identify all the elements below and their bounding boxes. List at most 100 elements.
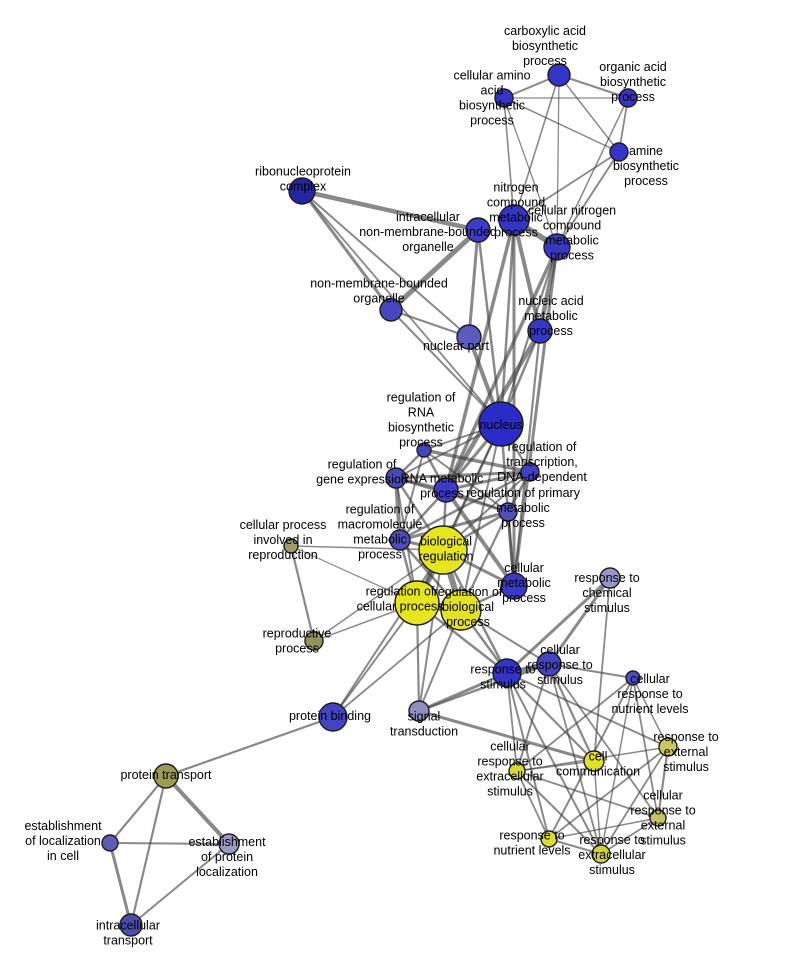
edge-cell_resp_extracell--cell_resp_external <box>516 770 659 819</box>
node-resp_external[interactable] <box>658 737 678 757</box>
edge-amine--nitrogen <box>513 151 620 221</box>
node-reg_cell_proc[interactable] <box>394 580 440 626</box>
edge-organic--cell_nitrogen <box>556 97 629 248</box>
node-label-nuclear_part: nuclear part <box>423 339 490 353</box>
node-cell_metab[interactable] <box>500 572 528 600</box>
edge-signal_trans--bio_reg <box>418 549 444 712</box>
edge-carbox--nitrogen <box>513 74 560 221</box>
node-reg_transcription[interactable] <box>520 462 540 482</box>
node-nucleus[interactable] <box>478 401 524 447</box>
node-bio_reg[interactable] <box>418 525 468 575</box>
edge-resp_stim--cell_resp_extracell <box>506 672 518 772</box>
node-cell_comm[interactable] <box>583 750 605 772</box>
node-resp_stim[interactable] <box>492 658 522 688</box>
node-cell_amino[interactable] <box>494 88 514 108</box>
node-reg_rna_bio[interactable] <box>416 442 432 458</box>
node-reg_gene_exp[interactable] <box>385 467 407 489</box>
edge-cell_resp_nutrient--cell_resp_external <box>632 677 659 819</box>
node-reg_macromol[interactable] <box>389 529 411 551</box>
edge-carbox--organic <box>558 74 629 99</box>
node-rna_metab[interactable] <box>433 477 459 503</box>
node-cell_proc_repro[interactable] <box>283 538 299 554</box>
edge-cell_resp_stim--cell_comm <box>547 662 596 763</box>
edge-cell_nitrogen--rna_metab <box>444 245 559 492</box>
node-signal_trans[interactable] <box>408 700 430 722</box>
node-nuclear_part[interactable] <box>456 324 482 350</box>
node-est_protein_local[interactable] <box>218 833 240 855</box>
node-cell_resp_external[interactable] <box>649 809 667 827</box>
edge-cell_comm--resp_extracell <box>593 760 602 855</box>
node-resp_nutrient[interactable] <box>540 830 558 848</box>
node-resp_extracell[interactable] <box>591 844 611 864</box>
edge-reg_macromol--reg_primary <box>398 510 510 542</box>
edge-cell_nitrogen--cell_metab <box>512 245 559 588</box>
edge-resp_stim--cell_comm <box>505 671 596 763</box>
node-protein_binding[interactable] <box>318 702 348 732</box>
node-cell_resp_stim[interactable] <box>536 651 562 677</box>
node-reg_bio_proc[interactable] <box>440 589 482 631</box>
edge-rnp--intra_org <box>299 188 481 233</box>
edge-amine--cell_nitrogen <box>556 151 620 248</box>
edge-intra_org--nmb_org <box>388 227 481 313</box>
node-carbox[interactable] <box>547 63 571 87</box>
edge-signal_trans--cell_resp_stim <box>417 662 551 713</box>
node-protein_transport[interactable] <box>153 763 179 789</box>
edge-cell_amino--cell_nitrogen <box>503 97 558 248</box>
edge-est_protein_local--intra_transport <box>130 843 230 926</box>
node-nitrogen[interactable] <box>498 204 530 236</box>
edge-reg_transcription--reg_gene_exp <box>394 470 532 480</box>
node-cell_resp_nutrient[interactable] <box>625 670 641 686</box>
node-organic[interactable] <box>618 88 638 108</box>
node-intra_org[interactable] <box>465 217 491 243</box>
node-cell_nitrogen[interactable] <box>543 233 571 261</box>
node-nmb_org[interactable] <box>379 298 403 322</box>
edge-cell_comm--cell_resp_extracell <box>516 760 595 772</box>
edge-cell_resp_stim--resp_extracell <box>548 663 602 855</box>
node-cell_resp_extracell[interactable] <box>508 762 526 780</box>
edge-cell_resp_stim--resp_chem <box>547 576 612 666</box>
edge-cell_proc_repro--repro_proc <box>289 544 316 643</box>
edge-rnp--nuclear_part <box>301 190 470 338</box>
node-est_local_cell[interactable] <box>101 834 119 852</box>
node-rnp[interactable] <box>288 177 316 205</box>
edge-resp_external--resp_nutrient <box>548 746 669 840</box>
node-nucleic[interactable] <box>527 318 553 344</box>
node-layer <box>101 63 678 937</box>
edge-cell_resp_extracell--resp_nutrient <box>516 770 550 840</box>
edge-rna_metab--cell_metab <box>444 488 516 588</box>
edge-nucleic--cell_metab <box>512 329 542 588</box>
node-reg_primary[interactable] <box>498 502 518 522</box>
edge-intra_org--nuclear_part <box>467 228 480 339</box>
edge-resp_extracell--cell_resp_external <box>600 817 659 855</box>
node-label-protein_binding: protein binding <box>289 709 371 723</box>
edge-reg_transcription--reg_macromol <box>398 470 532 542</box>
edge-resp_stim--resp_nutrient <box>506 672 550 840</box>
edge-reg_rna_bio--reg_transcription <box>422 448 532 474</box>
node-amine[interactable] <box>609 142 629 162</box>
node-label-nucleus: nucleus <box>479 418 522 432</box>
node-resp_chem[interactable] <box>599 567 621 589</box>
node-intra_transport[interactable] <box>119 913 143 937</box>
edge-cell_proc_repro--bio_reg <box>290 545 444 551</box>
edge-resp_stim--resp_extracell <box>506 672 602 855</box>
node-repro_proc[interactable] <box>304 631 324 651</box>
edge-est_protein_local--est_local_cell <box>109 842 230 845</box>
